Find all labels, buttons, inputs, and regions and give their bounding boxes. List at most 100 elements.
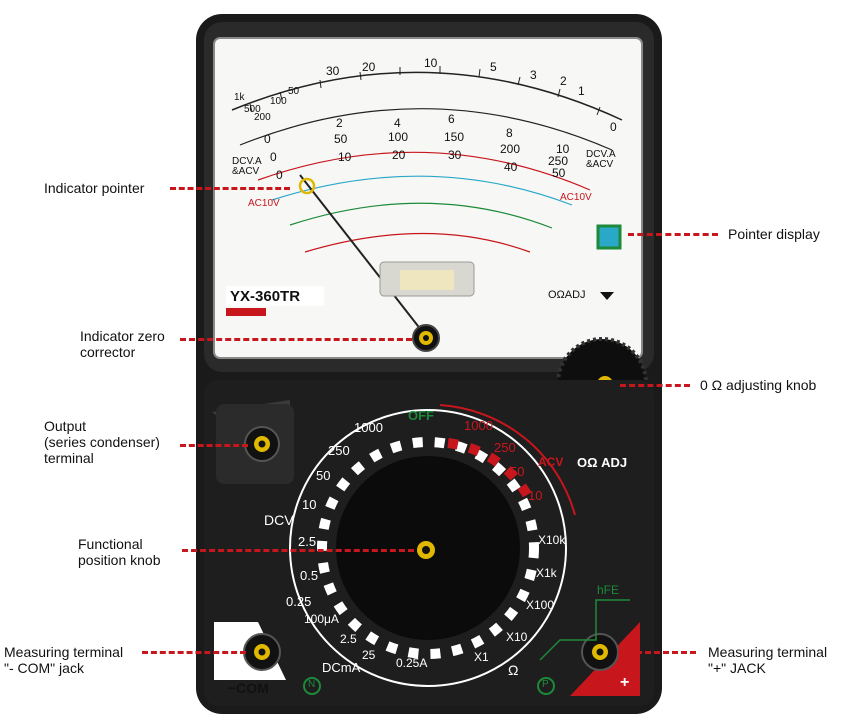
scale-10-tick-label: 6 [448,112,455,126]
scale-50-tick-label: 50 [552,166,566,180]
dcv-range-label: 250 [328,443,350,458]
callout-zero-ohm-knob: 0 Ω adjusting knob [700,377,817,393]
scale-50-tick-label: 0 [270,150,277,164]
callout-function-line1: Functional [78,536,143,552]
scale-250-tick-label: 50 [334,132,348,146]
p-label: P [542,679,549,690]
scale-left-tick-label: 500 [244,104,261,115]
scale-250-tick-label: 0 [264,132,271,146]
dcv-range-label: 2.5 [298,534,317,549]
scale-10-tick-label: 10 [556,142,570,156]
callout-com-line1: Measuring terminal [4,644,124,660]
dcv-range-label: 10 [302,497,317,512]
callout-indicator-zero-line2: corrector [80,344,136,360]
dcma-label: DCmA [322,660,361,675]
ac10v-right-label: AC10V [560,192,592,203]
zero-ohm-adj-label: OΩ ADJ [577,455,628,470]
scale-top-tick-label: 1 [578,84,585,98]
scale-top-tick-label: 30 [326,64,340,78]
scale-10-tick-label: 0 [276,168,283,182]
dcv-range-label: 0.5 [300,568,319,583]
ohm-range-label: X10k [538,533,566,547]
ohm-range-label: X10 [506,630,528,644]
acv-range-label: 10 [528,488,543,503]
indicator-needle [299,174,426,336]
n-label: N [308,679,316,690]
callout-indicator-zero-line1: Indicator zero [80,328,165,344]
scale-left-tick-label: 200 [254,112,271,123]
dcma-range-label: 25 [362,648,376,662]
acv-range-label: 50 [510,464,525,479]
dcv-left-label: DCV.A &ACV [232,157,262,177]
callout-plus-line2: "+" JACK [708,660,766,676]
plus-label: + [620,674,630,691]
dcma-range-label: 0.25A [396,656,428,670]
dcv-left-line2: &ACV [232,166,260,177]
dcv-right-line2: &ACV [586,159,614,170]
scale-top-tick-label: 20 [362,60,376,74]
pointer-display-badge [596,224,622,250]
scale-10-tick-label: 2 [336,116,343,130]
scale-50-tick-label: 20 [392,148,406,162]
callout-plus-jack: Measuring terminal "+" JACK [708,644,827,676]
ohm-range-label: X100 [526,598,555,612]
callout-com-jack: Measuring terminal "- COM" jack [4,644,123,676]
callout-plus-line1: Measuring terminal [708,644,828,660]
scale-left-tick-label: 1k [234,92,245,103]
dcv-right-line1: DCV.A [586,149,616,160]
dcv-label: DCV [264,512,294,528]
leader-plus-jack [618,651,696,654]
callout-indicator-zero: Indicator zero corrector [80,328,165,360]
ohm-label: Ω [508,662,519,678]
callout-output-terminal: Output (series condenser) terminal [44,418,160,466]
leader-indicator-zero [180,338,412,341]
hfe-label: hFE [597,583,620,597]
scale-250-tick-label: 250 [548,154,569,168]
callout-output-line1: Output [44,418,87,434]
scale-top-tick-label: 5 [490,60,497,74]
dcv-right-label: DCV.A &ACV [586,150,616,170]
callout-com-line2: "- COM" jack [4,660,84,676]
scale-250-tick-label: 200 [500,142,521,156]
dcv-range-label: 1000 [354,420,383,435]
callout-pointer-display: Pointer display [728,226,820,242]
leader-pointer-display [628,233,718,236]
ohm-range-label: X1k [536,566,557,580]
leader-indicator-pointer [170,187,290,190]
dcv-left-line1: DCV.A [232,156,262,167]
scale-left-tick-label: 50 [288,86,300,97]
scale-top-tick-label: 0 [610,120,617,134]
scale-top-tick-label: 10 [424,56,438,70]
leader-output-terminal [180,444,248,447]
leader-function-knob [182,549,414,552]
callout-output-line2: (series condenser) [44,434,160,450]
com-label: −COM [228,680,269,696]
meter-model-label: YX-360TR [230,288,301,305]
scale-10-tick-label: 8 [506,126,513,140]
off-label: OFF [408,408,434,423]
callout-function-line2: position knob [78,552,161,568]
zero-adj-label: OΩADJ [548,289,586,301]
scale-250-tick-label: 150 [444,130,465,144]
acv-label: ACV [538,455,564,469]
scale-10-tick-label: 4 [394,116,401,130]
dcma-range-label: 2.5 [340,632,357,646]
scale-50-tick-label: 10 [338,150,352,164]
scale-top-tick-label: 2 [560,74,567,88]
callout-output-line3: terminal [44,450,94,466]
meter-face [213,37,643,359]
acv-range-label: 250 [494,440,516,455]
scale-250-tick-label: 100 [388,130,409,144]
dcv-range-label: 50 [316,468,331,483]
callout-function-knob: Functional position knob [78,536,161,568]
scale-50-tick-label: 40 [504,160,518,174]
scale-top-tick-label: 3 [530,68,537,82]
ohm-range-label: X1 [474,650,489,664]
scale-left-tick-label: 100 [270,96,287,107]
leader-zero-ohm-knob [620,384,690,387]
callout-indicator-pointer: Indicator pointer [44,180,145,196]
acv-range-label: 1000 [464,418,493,433]
scale-50-tick-label: 30 [448,148,462,162]
dcv-range-label: 0.25 [286,594,312,609]
